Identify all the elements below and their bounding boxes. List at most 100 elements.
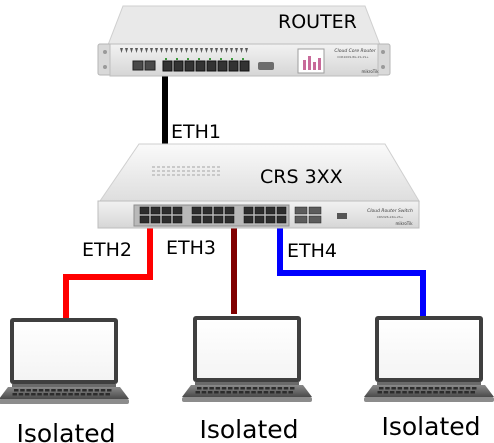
laptops xyxy=(0,316,494,404)
switch-vent xyxy=(182,170,185,172)
laptop-label-1: Isolated xyxy=(16,419,115,443)
router-vent xyxy=(180,48,183,53)
switch-eth-port xyxy=(224,206,235,215)
laptop-key xyxy=(38,389,44,392)
laptop-key xyxy=(220,391,225,394)
laptop-key xyxy=(288,391,293,394)
switch-ports xyxy=(139,206,287,224)
laptop-screen xyxy=(379,320,479,378)
router-vent xyxy=(220,48,223,53)
laptop-hinge xyxy=(195,382,299,385)
router-logo: mikroTik xyxy=(361,69,379,74)
laptop-key xyxy=(383,391,389,394)
laptop-key xyxy=(228,387,233,390)
switch-vent xyxy=(162,174,165,176)
laptop-base xyxy=(0,399,129,404)
laptop-key xyxy=(226,391,231,394)
laptop-base xyxy=(182,397,312,402)
router-vent xyxy=(190,48,193,53)
laptop-key xyxy=(80,393,86,396)
laptop-key xyxy=(195,391,200,394)
laptop-key xyxy=(433,391,438,394)
router-vent xyxy=(200,48,203,53)
router-vents xyxy=(120,48,248,53)
laptop-key xyxy=(465,387,471,390)
switch-vent xyxy=(207,170,210,172)
laptop-key xyxy=(94,389,100,392)
router-port-led xyxy=(176,58,178,60)
switch-vent xyxy=(157,170,160,172)
router-vent xyxy=(155,48,158,53)
switch-vent xyxy=(152,166,155,168)
laptop-key xyxy=(93,393,98,396)
switch-vent xyxy=(177,170,180,172)
laptop-key xyxy=(201,391,207,394)
router-eth-port xyxy=(162,60,173,72)
switch-vent xyxy=(177,174,180,176)
switch-vent xyxy=(192,174,195,176)
switch-vents xyxy=(152,166,220,176)
switch-eth-port xyxy=(265,206,276,215)
switch-vent xyxy=(187,170,190,172)
switch-eth-port xyxy=(276,206,287,215)
laptop-key xyxy=(441,387,446,390)
router-vent xyxy=(130,48,133,53)
switch-eth-port xyxy=(191,215,202,224)
router-eth-port xyxy=(206,60,217,72)
laptop-key xyxy=(207,391,213,394)
switch-vent xyxy=(217,170,220,172)
laptop-key xyxy=(86,393,92,396)
eth4-label: ETH4 xyxy=(287,240,337,262)
laptop-key xyxy=(416,387,421,390)
laptop-1 xyxy=(0,318,129,404)
laptop-key xyxy=(377,391,382,394)
laptop-label-2: Isolated xyxy=(199,415,298,443)
router-vent xyxy=(230,48,233,53)
router-vent xyxy=(125,48,128,53)
laptop-hinge xyxy=(12,384,116,387)
router-vent xyxy=(120,48,123,53)
router-port-led xyxy=(242,58,244,60)
laptop-key xyxy=(51,389,56,392)
switch-vent xyxy=(197,174,200,176)
router-port-led xyxy=(209,58,211,60)
router-eth-port xyxy=(217,60,228,72)
router-vent xyxy=(145,48,148,53)
switch-eth-port xyxy=(265,215,276,224)
laptop-key xyxy=(408,391,413,394)
switch-vent xyxy=(212,170,215,172)
switch-vent xyxy=(167,170,170,172)
switch-vent xyxy=(157,174,160,176)
switch-vent xyxy=(162,166,165,168)
switch-eth-port xyxy=(224,215,235,224)
router-vent xyxy=(225,48,228,53)
router-sfp-port xyxy=(144,60,156,71)
laptop-key xyxy=(259,387,264,390)
router-eth-port xyxy=(173,60,184,72)
router-vent xyxy=(165,48,168,53)
laptop-key xyxy=(290,387,295,390)
laptop-key xyxy=(82,389,87,392)
switch-eth-port xyxy=(213,206,224,215)
switch-vent xyxy=(202,166,205,168)
laptop-key xyxy=(221,387,227,390)
laptop-key xyxy=(49,393,55,396)
laptop-key xyxy=(283,387,289,390)
switch-vent xyxy=(197,170,200,172)
router-vent xyxy=(185,48,188,53)
laptop-key xyxy=(32,389,38,392)
laptop-key xyxy=(445,391,451,394)
laptop-key xyxy=(69,389,75,392)
laptop-key xyxy=(232,391,238,394)
switch-vent xyxy=(152,170,155,172)
switch-vent xyxy=(192,166,195,168)
router-port-led xyxy=(165,58,167,60)
laptop-key xyxy=(24,393,30,396)
laptop-key xyxy=(55,393,61,396)
switch-sfp-port xyxy=(294,215,308,224)
laptop-key xyxy=(246,387,252,390)
switch-vent xyxy=(172,166,175,168)
laptop-key xyxy=(100,389,106,392)
laptop-key xyxy=(197,387,202,390)
